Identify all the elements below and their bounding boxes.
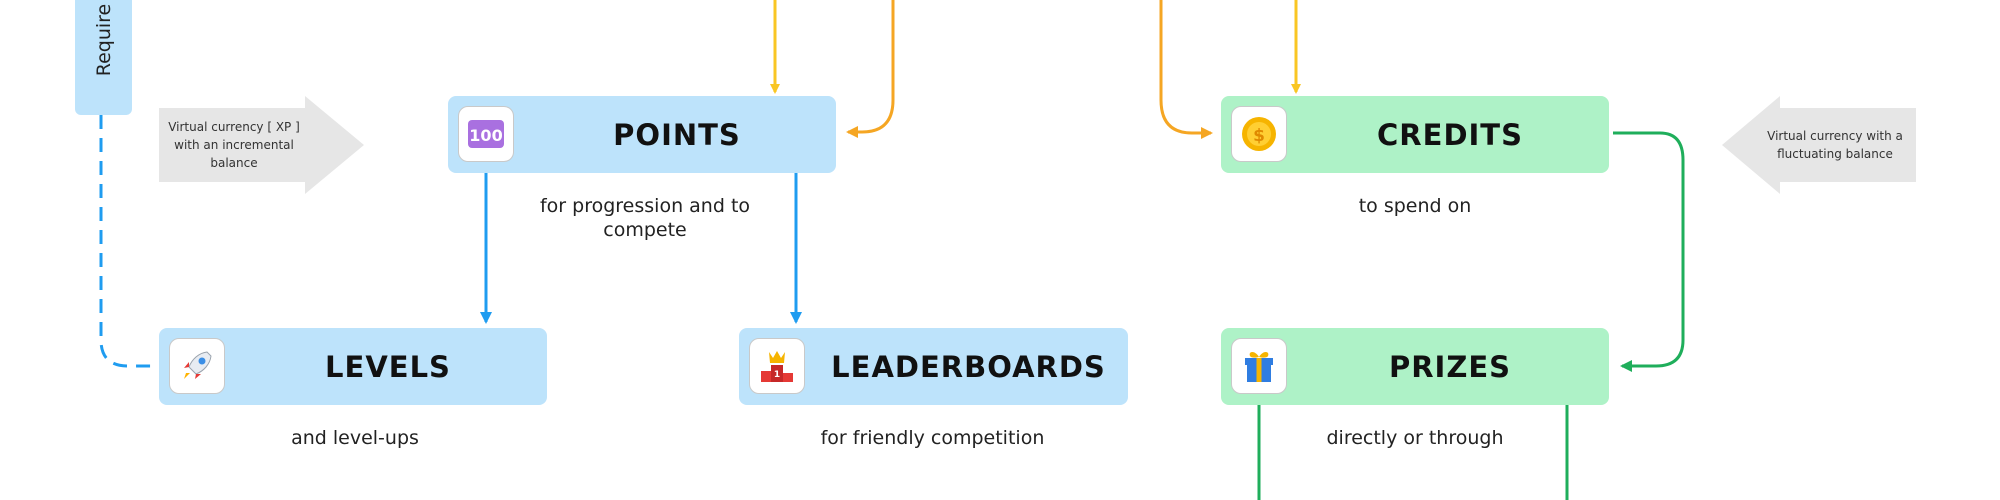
requirement-tag: Require bbox=[75, 0, 132, 115]
coin-icon: $ bbox=[1231, 106, 1287, 162]
leaderboards-box: 1 LEADERBOARDS bbox=[739, 328, 1128, 405]
leaderboards-caption: for friendly competition bbox=[820, 427, 1045, 449]
levels-caption: and level-ups bbox=[291, 427, 419, 449]
requirement-tag-label: Require bbox=[92, 3, 115, 77]
requirement-dashed-line bbox=[99, 115, 156, 368]
svg-text:$: $ bbox=[1253, 126, 1265, 146]
points-caption: for progression and to compete bbox=[539, 195, 751, 241]
svg-text:1: 1 bbox=[774, 370, 780, 380]
leaderboards-title: LEADERBOARDS bbox=[831, 349, 1106, 384]
levels-title: LEVELS bbox=[325, 349, 451, 384]
podium-crown-icon: 1 bbox=[749, 338, 805, 394]
100-emoji-icon: 100 bbox=[458, 106, 514, 162]
right-note: Virtual currency with a fluctuating bala… bbox=[1760, 112, 1910, 178]
points-box: 100 POINTS bbox=[448, 96, 836, 173]
left-note-text: Virtual currency [ XP ] with an incremen… bbox=[168, 120, 300, 170]
points-title: POINTS bbox=[613, 117, 741, 152]
gift-icon bbox=[1231, 338, 1287, 394]
right-note-text: Virtual currency with a fluctuating bala… bbox=[1767, 129, 1903, 161]
arrow-credits-to-prizes bbox=[1613, 131, 1685, 372]
levels-box: LEVELS bbox=[159, 328, 547, 405]
left-note: Virtual currency [ XP ] with an incremen… bbox=[164, 112, 304, 178]
prizes-title: PRIZES bbox=[1388, 349, 1512, 384]
arrow-to-points-orange bbox=[846, 0, 895, 138]
credits-caption: to spend on bbox=[1358, 195, 1472, 217]
arrow-to-credits-orange bbox=[1159, 0, 1213, 139]
credits-box: $ CREDITS bbox=[1221, 96, 1609, 173]
credits-title: CREDITS bbox=[1377, 117, 1523, 152]
left-note-shape bbox=[159, 96, 364, 194]
right-note-shape bbox=[1722, 96, 1916, 194]
rocket-icon bbox=[169, 338, 225, 394]
prizes-box: PRIZES bbox=[1221, 328, 1609, 405]
prizes-caption: directly or through bbox=[1326, 427, 1504, 449]
svg-text:100: 100 bbox=[469, 126, 502, 145]
